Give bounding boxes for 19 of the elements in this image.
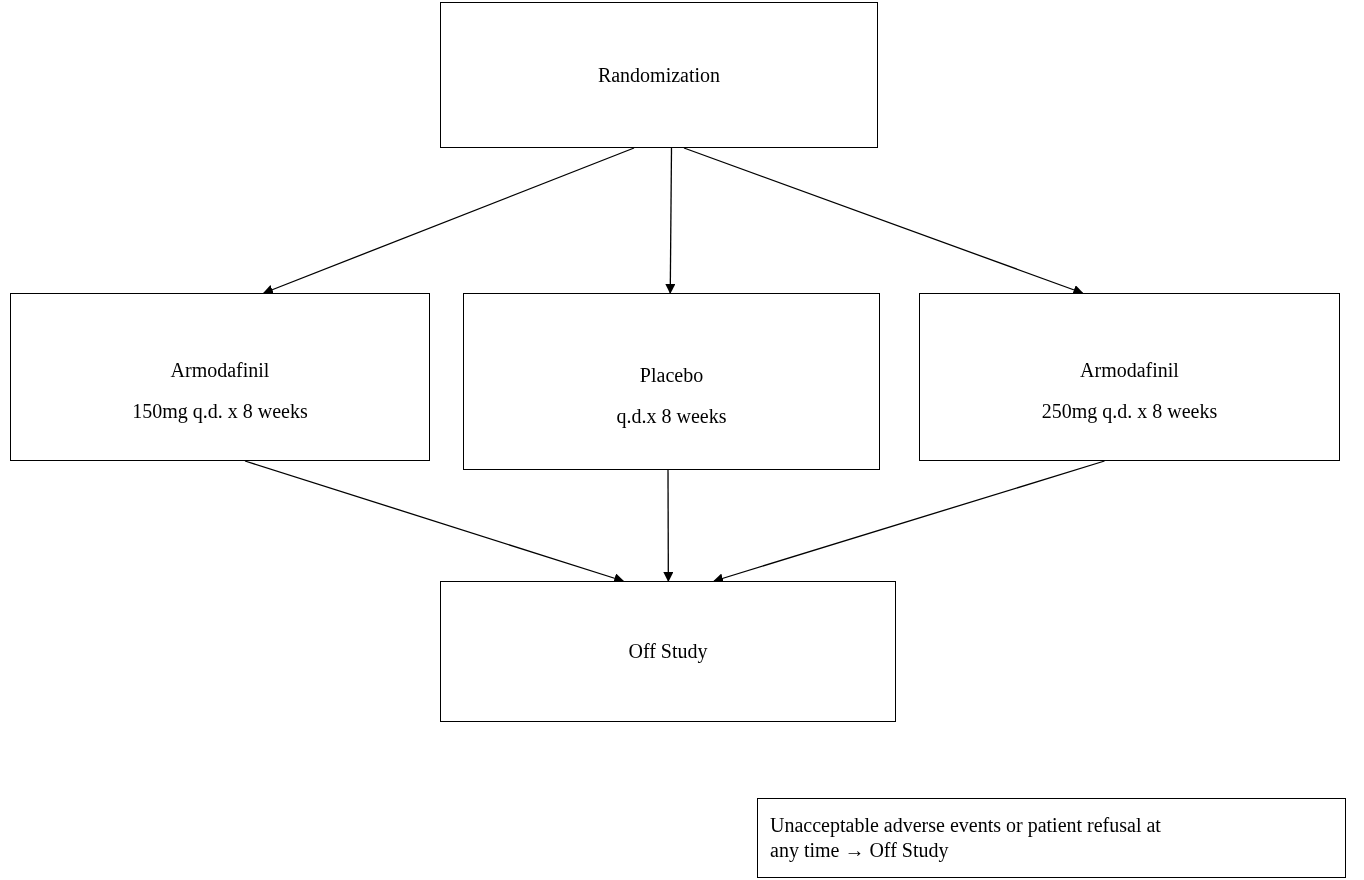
process-box: [10, 293, 430, 461]
box-title: Off Study: [628, 639, 708, 664]
box-detail: 150mg q.d. x 8 weeks: [132, 399, 308, 424]
process-box: [919, 293, 1340, 461]
arrow: [665, 147, 676, 294]
arrow: [262, 147, 635, 295]
box-title: Armodafinil: [170, 358, 270, 383]
note-box: [757, 798, 1346, 878]
box-detail: 250mg q.d. x 8 weeks: [1041, 399, 1218, 424]
process-box: [440, 581, 896, 722]
process-box: [440, 2, 878, 148]
box-detail: q.d.x 8 weeks: [616, 403, 727, 429]
box-title: Placebo: [639, 362, 704, 388]
process-box: [463, 293, 880, 470]
note-text: Unacceptable adverse events or patient refusal at any time → Off Study: [770, 813, 1162, 863]
box-title: Randomization: [597, 62, 721, 88]
arrow: [683, 147, 1084, 295]
box-title: Armodafinil: [1080, 358, 1179, 383]
arrow: [663, 469, 674, 582]
